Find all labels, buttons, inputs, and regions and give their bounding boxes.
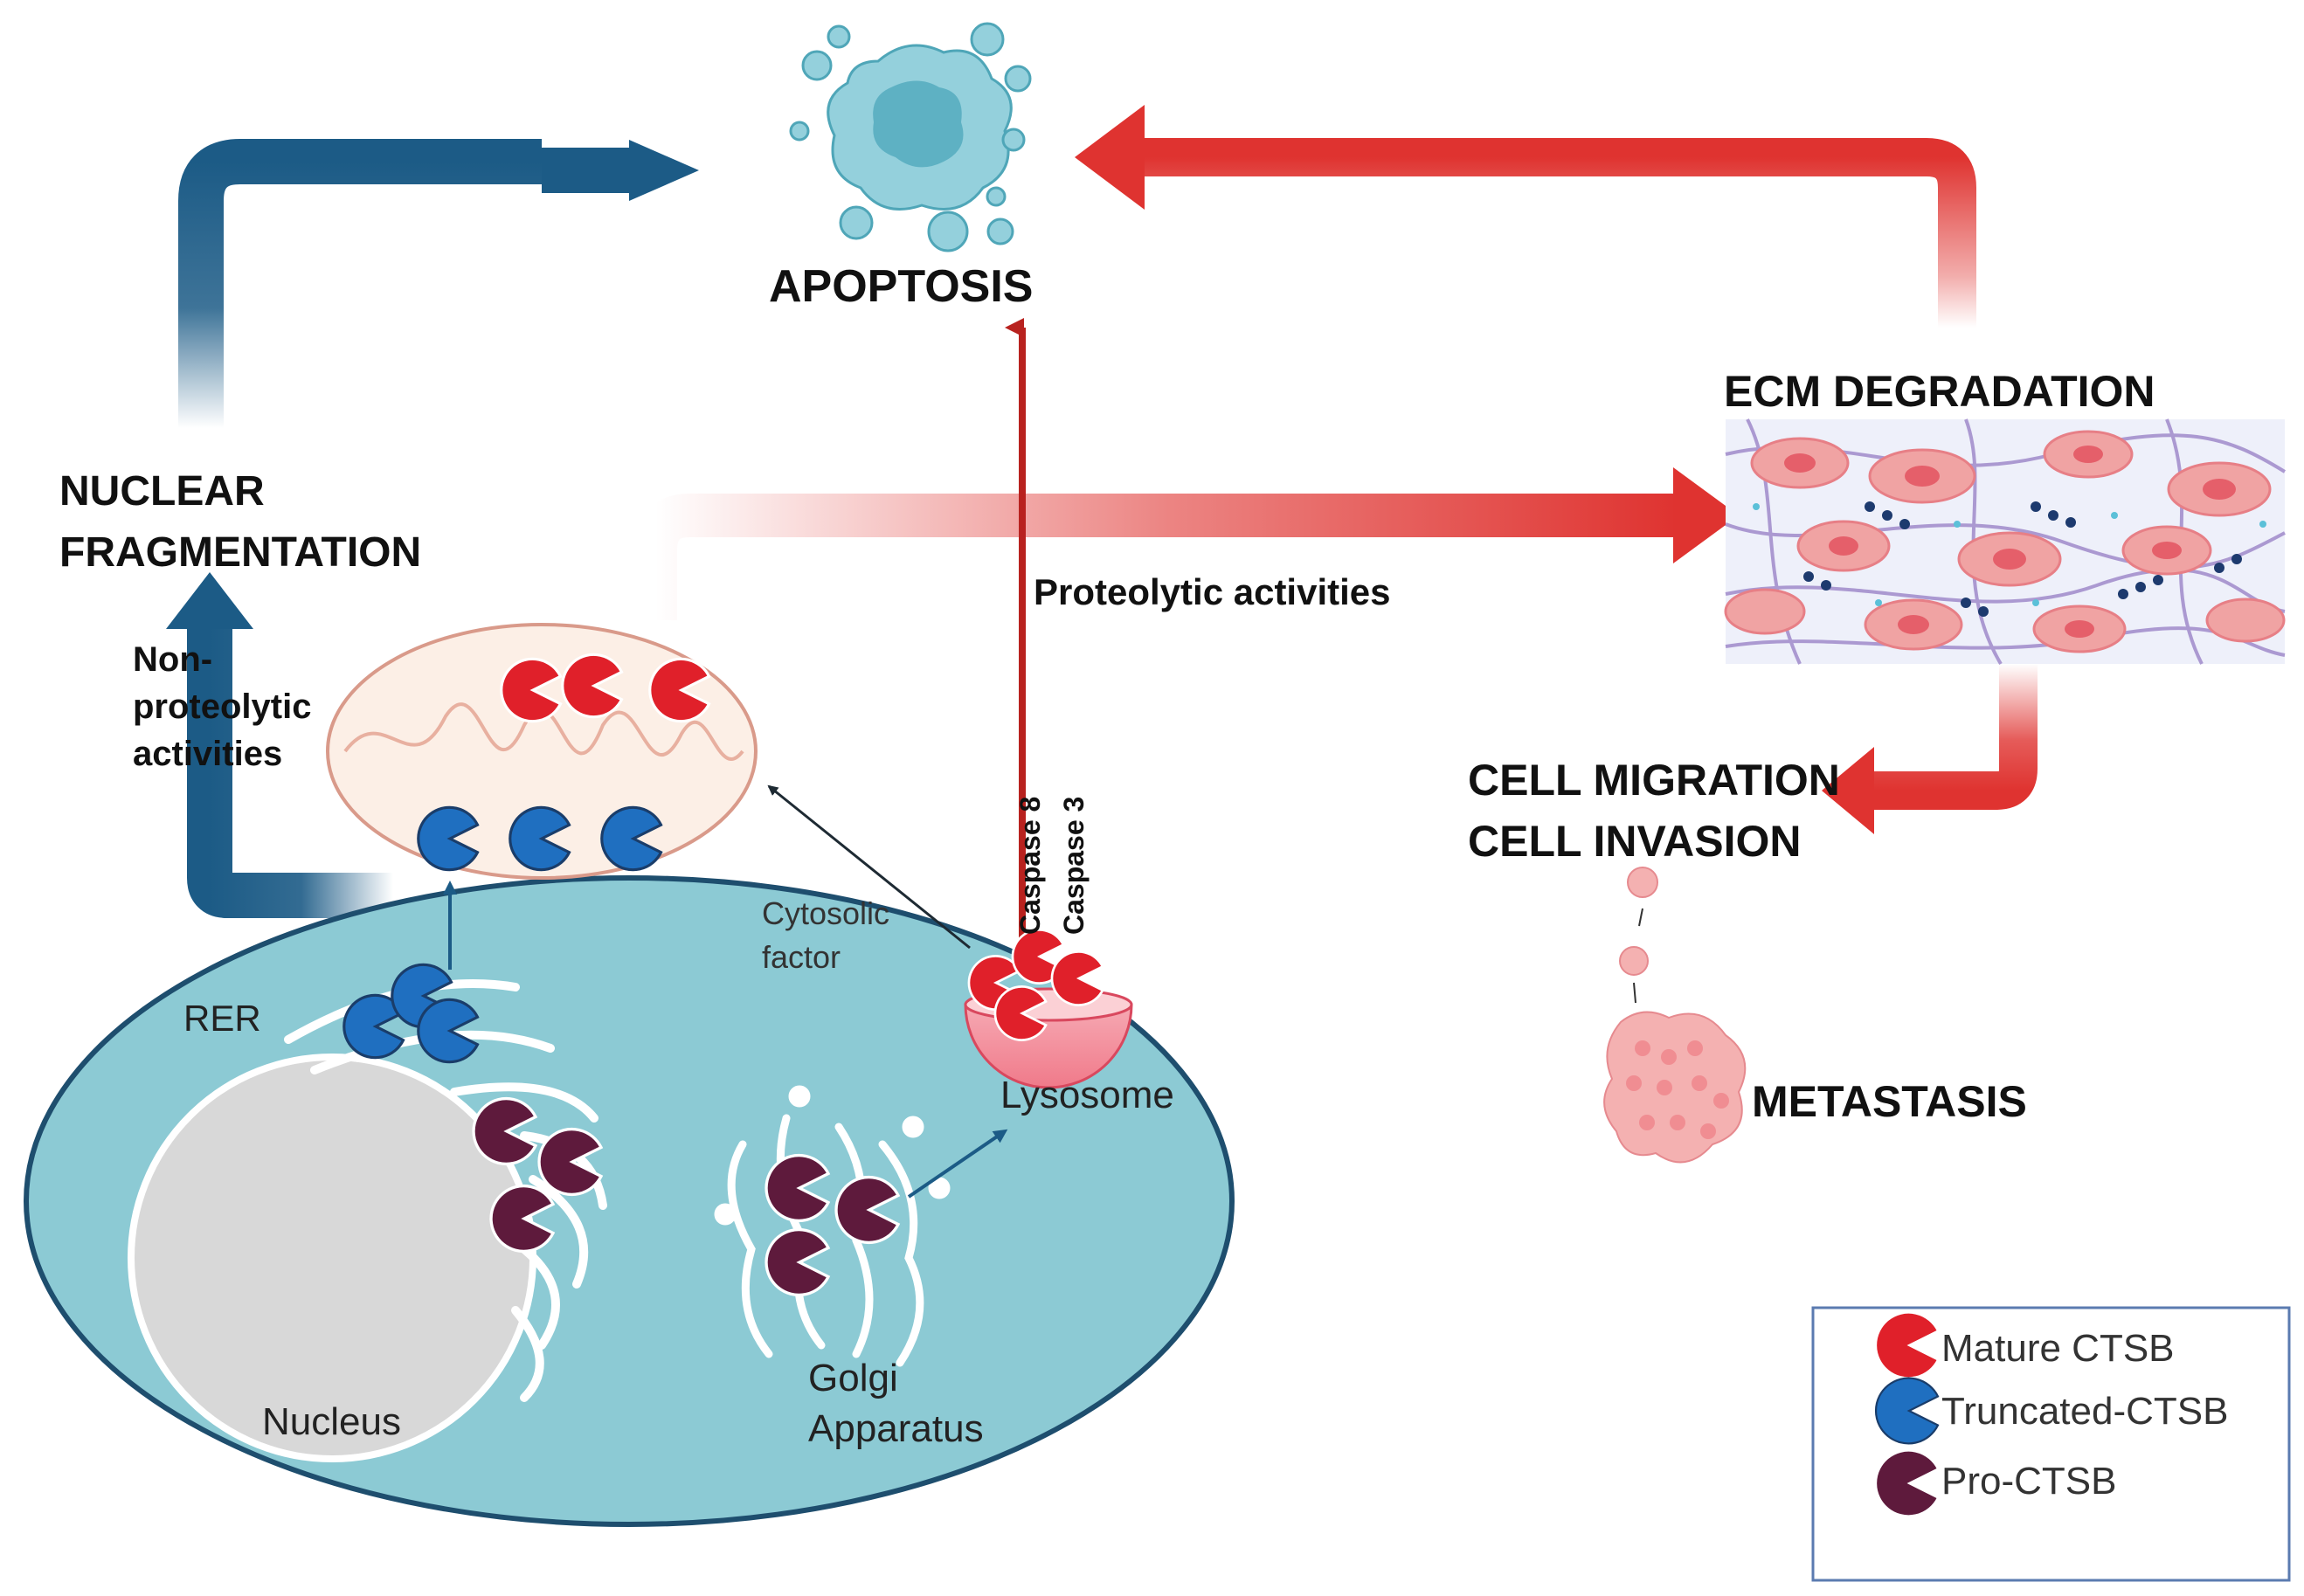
non-proteolytic-label-line3: activities (133, 735, 282, 773)
nuclear-fragmentation-label-line1: NUCLEAR (59, 468, 265, 515)
proteolytic-label: Proteolytic activities (1034, 571, 1391, 612)
arrow-ecm-to-apoptosis (1075, 105, 1976, 328)
legend-label-pro: Pro-CTSB (1941, 1460, 2116, 1503)
legend-item-truncated: Truncated-CTSB (1874, 1377, 2228, 1445)
non-proteolytic-label-line1: Non- (133, 640, 212, 679)
caspase3-label: Caspase 3 (1058, 797, 1090, 935)
rer-label: RER (183, 998, 261, 1039)
caspase8-label: Caspase 8 (1014, 797, 1046, 935)
cytosolic-factor-label-line1: Cytosolic (762, 895, 889, 931)
legend-label-truncated: Truncated-CTSB (1941, 1390, 2228, 1433)
arrow-ecm-to-migration (1822, 664, 2038, 834)
apoptosis-label: APOPTOSIS (769, 261, 1033, 312)
cytosolic-factor-label-line2: factor (762, 939, 841, 975)
rer-icon (284, 979, 607, 1402)
apoptotic-cell-icon (789, 22, 1032, 252)
lysosome-label: Lysosome (1000, 1074, 1174, 1116)
legend-label-mature: Mature CTSB (1941, 1327, 2175, 1370)
metastasis-label: METASTASIS (1752, 1077, 2027, 1126)
legend: Mature CTSB Truncated-CTSB Pro-CTSB (1811, 1306, 2291, 1582)
arrow-mito-to-ecm (633, 467, 1739, 620)
nucleus-label: Nucleus (262, 1400, 401, 1443)
ecm-tissue-image (1724, 418, 2287, 666)
legend-item-pro: Pro-CTSB (1874, 1449, 2116, 1517)
arrow-mito-to-nuclear (166, 572, 393, 918)
golgi-label-line1: Golgi (808, 1357, 898, 1399)
nuclear-fragmentation-label-line2: FRAGMENTATION (59, 529, 421, 576)
arrow-nuclear-to-apoptosis (178, 139, 699, 428)
legend-item-mature: Mature CTSB (1874, 1311, 2175, 1379)
cell-invasion-label: CELL INVASION (1468, 817, 1802, 866)
non-proteolytic-label-line2: proteolytic (133, 687, 311, 726)
arrow-golgi-to-lysosome (907, 1129, 1008, 1199)
ecm-degradation-label: ECM DEGRADATION (1724, 367, 2155, 416)
cell-migration-label: CELL MIGRATION (1468, 756, 1840, 805)
metastasis-cluster-icon (1603, 867, 1747, 1164)
arrow-cytosolic-to-mito (767, 784, 971, 950)
nucleus-icon (128, 1054, 536, 1462)
golgi-label-line2: Apparatus (808, 1407, 984, 1450)
